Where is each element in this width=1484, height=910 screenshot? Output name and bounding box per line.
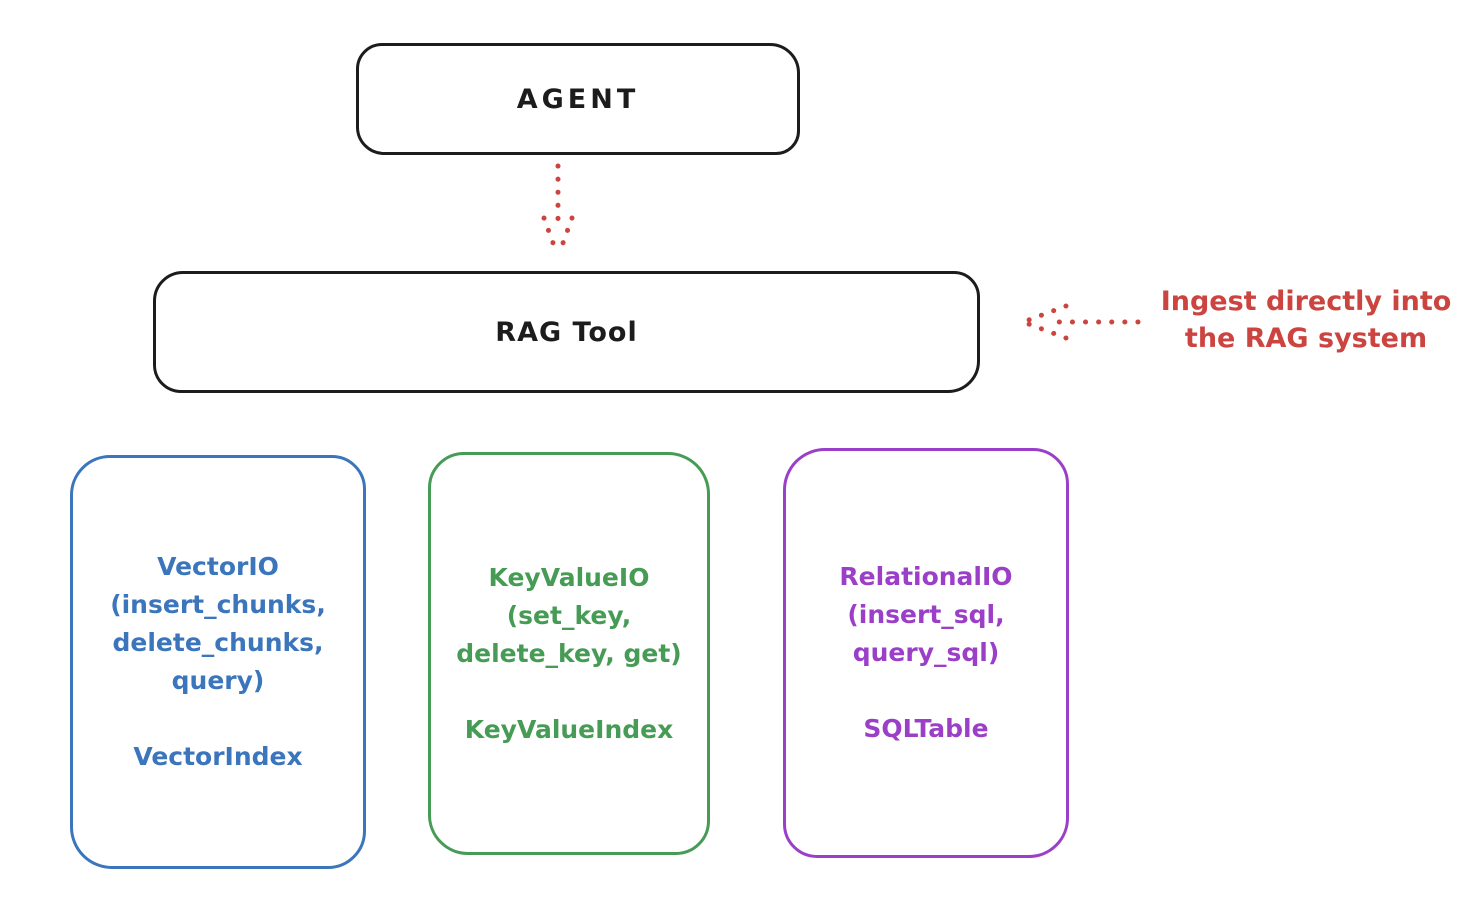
vector-io-box: VectorIO (insert_chunks, delete_chunks, …	[70, 455, 366, 869]
ingest-annotation: Ingest directly into the RAG system	[1160, 286, 1452, 354]
dotted-arrow-left-icon	[1023, 303, 1141, 341]
rag-tool-node: RAG Tool	[153, 271, 980, 393]
rag-tool-label: RAG Tool	[495, 316, 638, 348]
sql-table-label: SQLTable	[863, 714, 989, 743]
vector-io-interface-text: VectorIO (insert_chunks, delete_chunks, …	[110, 552, 326, 695]
keyvalue-io-interface-text: KeyValueIO (set_key, delete_key, get)	[456, 562, 682, 668]
agent-node: AGENT	[356, 43, 800, 155]
relational-io-interface-text: RelationalIO (insert_sql, query_sql)	[839, 562, 1013, 667]
keyvalue-index-label: KeyValueIndex	[464, 714, 674, 744]
agent-label: AGENT	[516, 83, 640, 115]
dotted-arrow-down-icon	[541, 163, 575, 257]
keyvalue-io-box: KeyValueIO (set_key, delete_key, get) Ke…	[428, 452, 710, 855]
vector-index-label: VectorIndex	[133, 742, 303, 771]
relational-io-box: RelationalIO (insert_sql, query_sql) SQL…	[783, 448, 1069, 858]
